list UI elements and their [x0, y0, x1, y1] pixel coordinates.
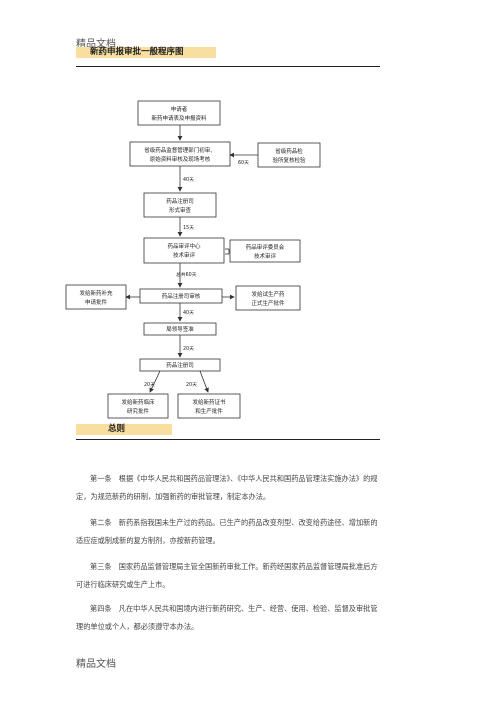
article-4: 第四条 凡在中华人民共和国境内进行新药研究、生产、经营、使用、检验、监督及审批管… [76, 604, 378, 631]
section-title: 总则 [108, 424, 126, 434]
node-supplement-line1: 发给新药补充 [79, 289, 113, 297]
node-registrar-line1: 药品注册司 [166, 361, 194, 369]
page-title: 新药申报审批一般程序图 [90, 47, 184, 57]
label-d40b: 40天 [183, 310, 194, 316]
title-rule [76, 66, 380, 67]
node-registrar-format [143, 192, 217, 218]
node-registrar-format-line2: 形式审查 [169, 206, 192, 214]
node-production-line2: 正式生产批件 [251, 299, 285, 307]
node-committee-line2: 技术审评 [254, 252, 277, 260]
node-provincial [129, 141, 231, 167]
article-2: 第二条 新药系指我国未生产过的药品。已生产的药品改变剂型、改变给药途径、增加新的… [76, 518, 378, 545]
node-registrar-review-line1: 药品注册司审核 [162, 292, 201, 300]
node-clinical [107, 393, 169, 419]
label-d40a: 40天 [183, 177, 194, 183]
footer-label: 精品文档 [76, 659, 116, 670]
node-supplement-line2: 申请批件 [85, 298, 108, 306]
flowchart: 申请者 新药申请表及申报资料 省级药品监督管理部门初审、 原始资料审核及现场考核… [65, 100, 321, 419]
node-registrar-review [139, 288, 223, 304]
label-d20a: 20天 [183, 346, 194, 352]
node-certificate [177, 393, 241, 419]
node-registrar-format-line1: 药品注册司 [166, 197, 194, 205]
node-certificate-line1: 发给新药证书 [192, 398, 226, 406]
label-d15: 15天 [183, 225, 194, 231]
article-3: 第三条 国家药品监督管理局主管全国新药审批工作。新药经国家药品监督管理局批准后方… [76, 562, 378, 589]
node-review-center [143, 237, 225, 264]
node-applicant-line1: 申请者 [171, 105, 188, 113]
node-certificate-line2: 和生产批件 [195, 407, 223, 415]
node-provincial-line1: 省级药品监督管理部门初审、 [144, 146, 216, 154]
node-director-line1: 局领导签准 [166, 325, 194, 333]
node-inspection-line1: 省级药品检 [275, 147, 303, 155]
label-d20c: 20天 [186, 382, 197, 388]
header-label: 精品文档 [76, 39, 116, 50]
section-rule [76, 439, 380, 440]
label-d60b: 总共60天 [176, 271, 197, 278]
article-1: 第一条 根据《中华人民共和国药品管理法》、《中华人民共和国药品管理法实施办法》的… [76, 474, 378, 501]
node-production [235, 285, 301, 311]
node-production-line1: 发给试生产药 [251, 290, 285, 298]
node-inspection [257, 142, 321, 168]
node-clinical-line1: 发给新药临床 [121, 398, 155, 406]
node-applicant [137, 100, 221, 126]
node-review-center-line1: 药品审评中心 [167, 242, 201, 250]
node-provincial-line2: 原始资料审核及现场考核 [150, 155, 211, 163]
flow-connectors [125, 125, 258, 393]
node-supplement [65, 284, 127, 310]
node-committee [229, 239, 301, 263]
node-inspection-line2: 验所复核检验 [272, 156, 306, 164]
node-registrar [139, 358, 221, 372]
label-d60: 60天 [238, 160, 249, 166]
section-highlight [76, 424, 172, 435]
node-review-center-line2: 技术审评 [173, 251, 196, 259]
node-committee-line1: 药品审评委员会 [246, 243, 285, 251]
node-director [143, 322, 217, 336]
title-highlight [76, 47, 216, 58]
node-applicant-line2: 新药申请表及申报资料 [151, 114, 207, 122]
label-d20b: 20天 [144, 382, 155, 388]
node-clinical-line2: 研究批件 [127, 407, 150, 415]
